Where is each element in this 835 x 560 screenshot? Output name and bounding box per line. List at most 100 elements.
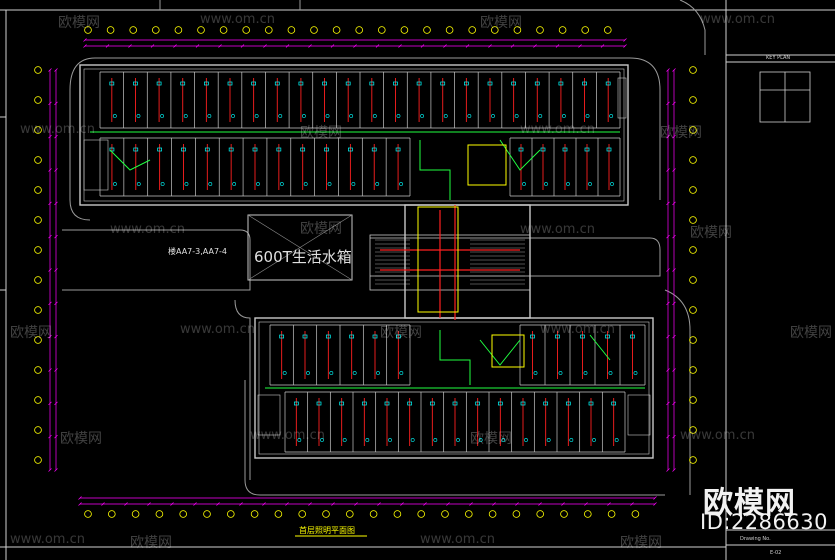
- ceiling-light: [416, 81, 422, 86]
- light-fixtures: [109, 81, 638, 442]
- dimension-tick: [48, 434, 52, 439]
- dimension-tick: [54, 134, 58, 139]
- dimension-tick: [216, 502, 220, 506]
- ceiling-light: [588, 401, 594, 406]
- dimension-tick: [666, 134, 670, 139]
- watermark-logo: 欧模网: [790, 325, 832, 341]
- dimension-tick: [173, 44, 177, 48]
- ceiling-light: [316, 401, 322, 406]
- ceiling-light: [300, 147, 306, 152]
- switch-point: [399, 182, 403, 186]
- axis-bubble: [34, 246, 42, 254]
- switch-point: [538, 114, 543, 118]
- tank-label: 600T生活水箱: [254, 248, 352, 266]
- dimension-tick: [331, 502, 335, 506]
- ceiling-light: [133, 81, 138, 86]
- axis-bubble: [179, 510, 188, 518]
- ceiling-light: [511, 81, 516, 86]
- ceiling-light: [339, 401, 345, 406]
- ceiling-light: [605, 81, 611, 86]
- switch-point: [327, 182, 332, 186]
- axis-bubble: [84, 510, 92, 518]
- switch-point: [160, 114, 164, 118]
- dimension-tick: [672, 368, 676, 372]
- dimension-tick: [54, 368, 58, 372]
- axis-bubble: [34, 306, 42, 314]
- axis-bubble: [603, 26, 612, 34]
- axis-bubble: [445, 26, 454, 34]
- dimension-tick: [48, 401, 52, 406]
- watermark-site: www.om.cn: [520, 222, 595, 237]
- axis-bubble: [155, 510, 164, 518]
- ceiling-light: [543, 401, 549, 406]
- ceiling-light: [395, 334, 401, 339]
- water-tank: [247, 214, 353, 281]
- ceiling-light: [429, 401, 435, 406]
- dimension-tick: [54, 101, 58, 106]
- ceiling-light: [322, 81, 327, 86]
- axis-bubble: [689, 186, 697, 194]
- axis-bubble: [197, 26, 205, 34]
- dimension-tick: [666, 301, 670, 306]
- axis-bubble: [581, 26, 589, 34]
- watermark-logo: 欧模网: [300, 221, 342, 237]
- ceiling-light: [276, 147, 282, 152]
- switch-point: [306, 371, 310, 375]
- axis-bubble: [332, 26, 341, 34]
- dimension-tick: [672, 201, 676, 206]
- axis-bubble: [689, 156, 697, 164]
- watermark-site: www.om.cn: [420, 532, 495, 547]
- dimension-tick: [561, 502, 565, 506]
- switch-point: [608, 371, 613, 375]
- watermark-site: www.om.cn: [700, 12, 775, 27]
- switch-point: [365, 438, 370, 442]
- dimension-tick: [48, 268, 52, 272]
- switch-point: [396, 114, 401, 118]
- switch-point: [501, 438, 506, 442]
- switch-point: [136, 114, 141, 118]
- ceiling-light: [133, 147, 139, 152]
- switch-point: [420, 114, 424, 118]
- axis-bubble: [400, 26, 409, 34]
- switch-point: [160, 182, 165, 186]
- dimension-tick: [578, 44, 582, 48]
- dimension-tick: [492, 502, 496, 506]
- ceiling-light: [227, 81, 233, 86]
- axis-bubble: [464, 510, 473, 518]
- axis-bubble: [34, 336, 42, 344]
- axis-bubble: [689, 126, 697, 134]
- dimension-tick: [469, 502, 473, 506]
- axis-bubble: [583, 510, 592, 518]
- ceiling-light: [582, 81, 587, 86]
- axis-bubble: [393, 510, 402, 518]
- axis-bubble: [369, 510, 378, 518]
- ceiling-light: [440, 81, 446, 86]
- axis-bubble: [536, 26, 544, 34]
- switch-point: [633, 371, 638, 375]
- ceiling-light: [324, 147, 329, 152]
- axis-bubble: [34, 396, 42, 404]
- dimension-tick: [510, 44, 515, 48]
- ceiling-light: [562, 147, 568, 152]
- axis-bubble: [689, 456, 697, 464]
- dimension-tick: [48, 101, 52, 106]
- axis-bubble: [558, 26, 567, 34]
- dimension-tick: [672, 334, 676, 339]
- ceiling-light: [407, 401, 413, 406]
- watermark-site: www.om.cn: [180, 322, 255, 337]
- axis-bubble: [689, 336, 697, 344]
- dimension-tick: [48, 134, 52, 139]
- axis-bubble: [34, 156, 42, 164]
- dimension-tick: [672, 434, 676, 439]
- plan-title: 首层照明平面图: [299, 525, 355, 535]
- model-id-text: ID:2286630: [700, 510, 828, 534]
- switch-point: [349, 114, 354, 118]
- dimension-tick: [262, 502, 266, 506]
- dimension-tick: [623, 38, 627, 42]
- switch-point: [375, 182, 380, 186]
- axis-bubble: [441, 510, 449, 518]
- axis-bubble: [513, 26, 522, 34]
- dimension-tick: [54, 434, 58, 439]
